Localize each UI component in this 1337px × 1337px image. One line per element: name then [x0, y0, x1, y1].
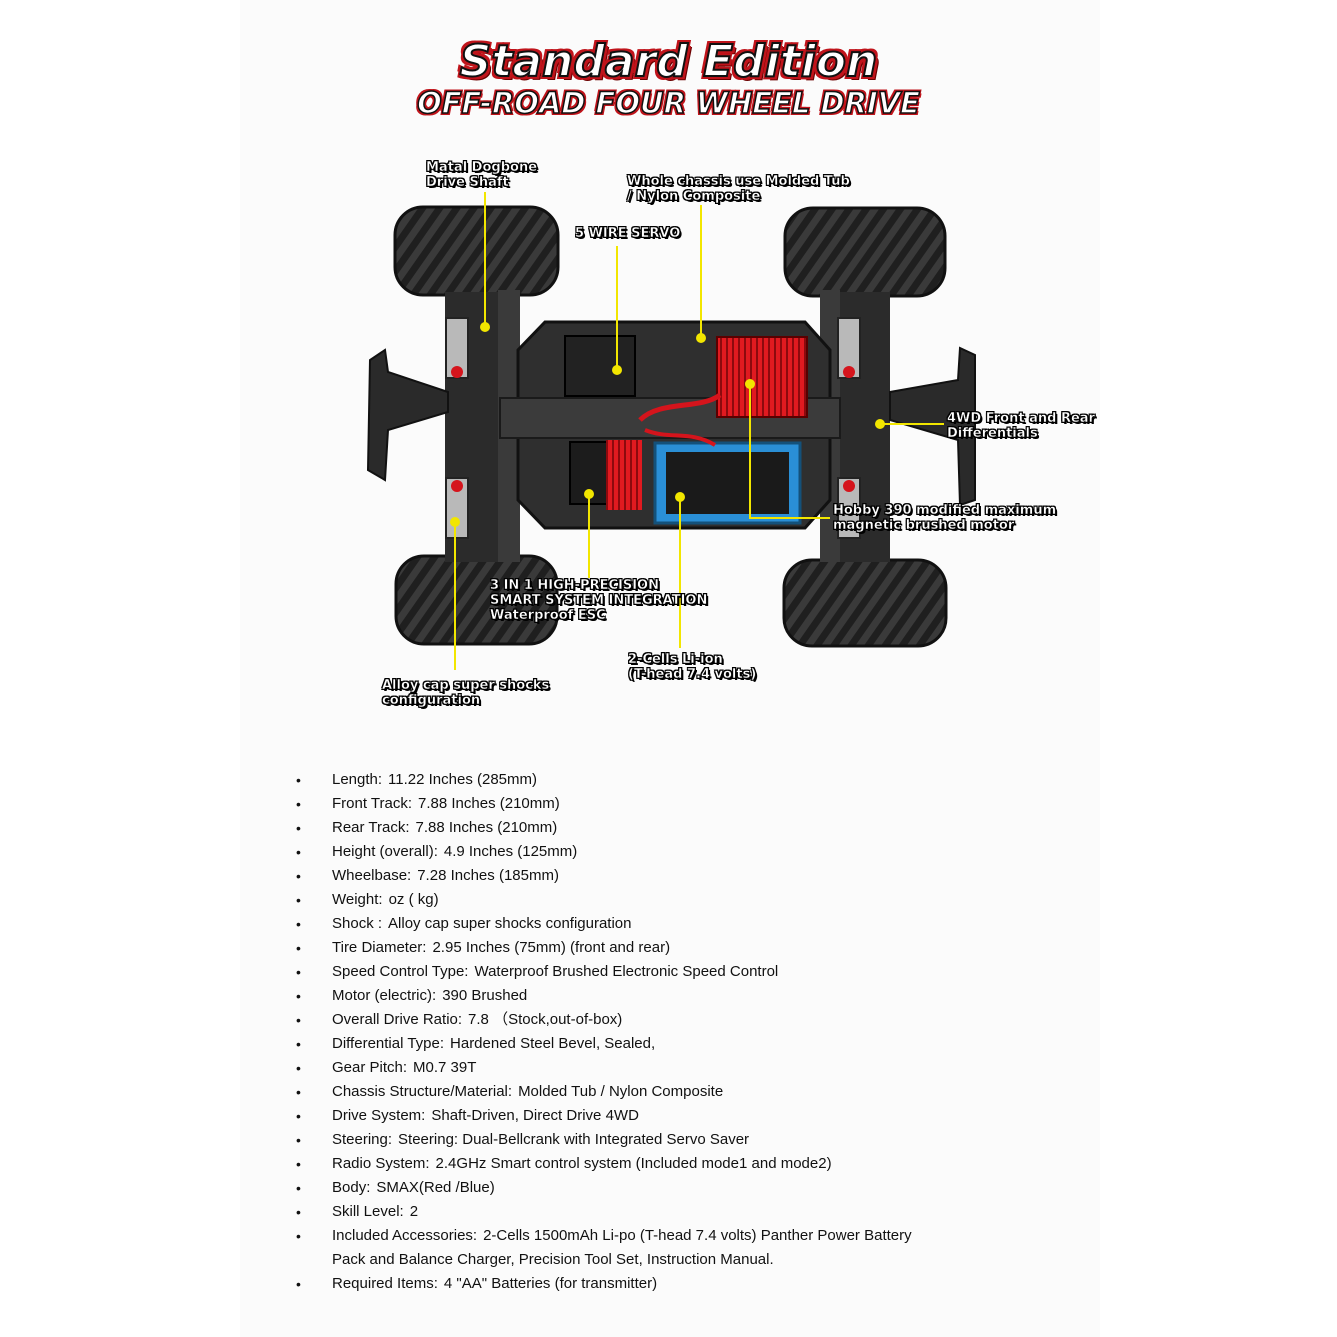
- spec-item: •Shock :Alloy cap super shocks configura…: [296, 915, 632, 932]
- spec-item: •Speed Control Type:Waterproof Brushed E…: [296, 963, 779, 980]
- title: Standard Edition: [459, 35, 879, 88]
- page-panel: [240, 0, 1100, 1337]
- spec-item: •Height (overall):4.9 Inches (125mm): [296, 843, 578, 860]
- spec-item: •Radio System:2.4GHz Smart control syste…: [296, 1155, 832, 1172]
- spec-item: •Front Track:7.88 Inches (210mm): [296, 795, 560, 812]
- spec-list: •Length:11.22 Inches (285mm) •Front Trac…: [296, 768, 996, 1296]
- leader-lines: [454, 192, 944, 670]
- spec-item: •Overall Drive Ratio:7.8 （Stock,out-of-b…: [296, 1011, 623, 1028]
- spec-item: •Wheelbase:7.28 Inches (185mm): [296, 867, 559, 884]
- tire-rear-right: [782, 558, 948, 648]
- spec-item: •Chassis Structure/Material:Molded Tub /…: [296, 1083, 724, 1100]
- spec-item: •Body:SMAX(Red /Blue): [296, 1179, 495, 1196]
- callout-servo: 5 WIRE SERVO: [575, 226, 681, 241]
- spec-item: •Differential Type:Hardened Steel Bevel,…: [296, 1035, 656, 1052]
- spec-item: •Weight:oz ( kg): [296, 891, 439, 908]
- battery-tray: [653, 441, 802, 525]
- esc: [569, 440, 642, 510]
- spec-item: •Steering:Steering: Dual-Bellcrank with …: [296, 1131, 750, 1148]
- tire-front-right: [783, 206, 947, 298]
- shock-left-front: [445, 317, 469, 379]
- spec-item: •Included Accessories:2-Cells 1500mAh Li…: [296, 1227, 912, 1268]
- tire-front-left: [393, 205, 560, 297]
- callout-chassis: Whole chassis use Molded Tub/ Nylon Comp…: [627, 174, 850, 204]
- shock-right-rear: [837, 477, 861, 539]
- spec-item: •Length:11.22 Inches (285mm): [296, 771, 538, 788]
- spec-item: •Required Items:4 "AA" Batteries (for tr…: [296, 1275, 658, 1292]
- spec-item: •Skill Level:2: [296, 1203, 419, 1220]
- spec-item: •Rear Track:7.88 Inches (210mm): [296, 819, 558, 836]
- motor-heatsink: [716, 336, 808, 418]
- servo: [564, 335, 636, 397]
- spec-item: •Drive System:Shaft-Driven, Direct Drive…: [296, 1107, 639, 1124]
- shock-left-rear: [445, 477, 469, 539]
- subtitle: OFF-ROAD FOUR WHEEL DRIVE: [416, 85, 920, 121]
- spec-item: •Tire Diameter:2.95 Inches (75mm) (front…: [296, 939, 671, 956]
- chassis-illustration: [366, 192, 976, 670]
- callout-battery: 2-Cells Li-ion(T-head 7.4 volts): [628, 652, 757, 682]
- shock-right-front: [837, 317, 861, 379]
- spec-item: •Motor (electric):390 Brushed: [296, 987, 528, 1004]
- spec-item: •Gear Pitch:M0.7 39T: [296, 1059, 477, 1076]
- leader-dots: [450, 322, 885, 527]
